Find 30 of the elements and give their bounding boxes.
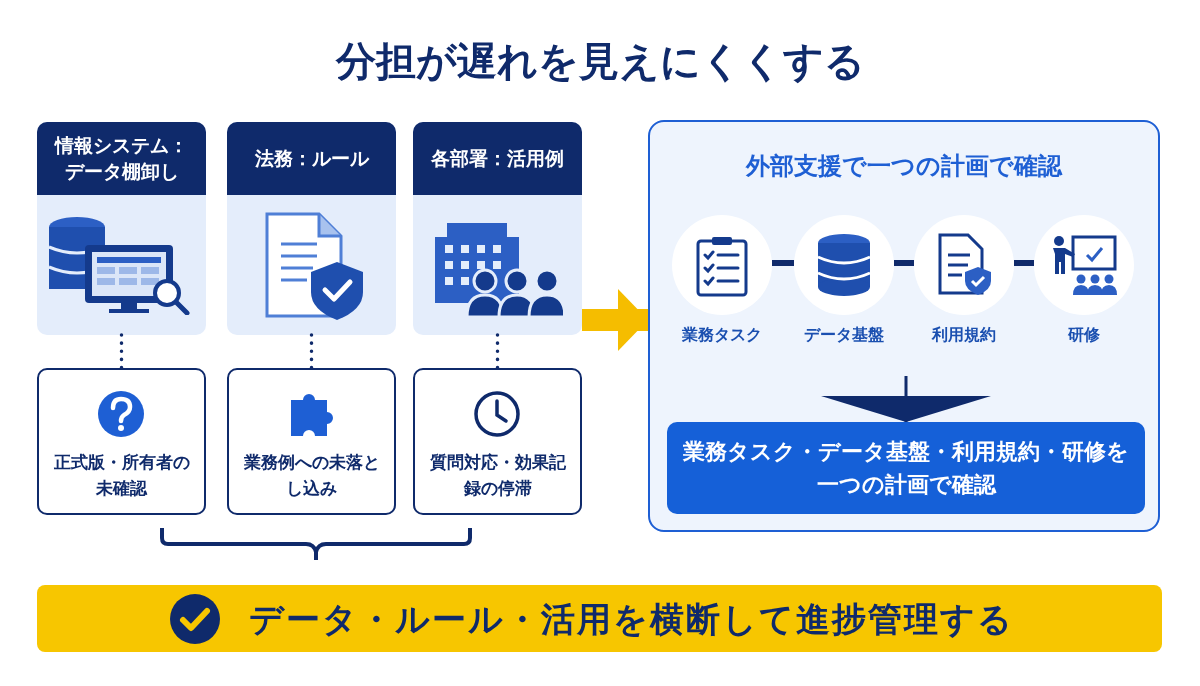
connector-line — [1014, 260, 1034, 266]
dotted-connector — [309, 333, 314, 370]
diagram-title: 分担が遅れを見えにくくする — [334, 37, 866, 86]
step-label: 業務タスク — [681, 325, 763, 346]
dotted-connector — [119, 333, 124, 370]
issue-text: 業務例への未落とし込み — [242, 451, 381, 500]
issue-text: 正式版・所有者の未確認 — [52, 451, 191, 500]
column-header: 法務：ルール — [227, 122, 396, 195]
connector-line — [894, 260, 914, 266]
column-card — [37, 122, 206, 335]
arrow — [821, 376, 991, 422]
issue-card — [227, 368, 396, 515]
panel-title: 外部支援で一つの計画で確認 — [744, 151, 1064, 182]
issue-card — [37, 368, 206, 515]
summary-banner — [37, 585, 1162, 652]
issue-card — [413, 368, 582, 515]
column-header: 情報システム：データ棚卸し — [37, 122, 206, 195]
issue-text: 質問対応・効果記録の停滞 — [428, 451, 567, 500]
arrow — [582, 289, 648, 351]
step-label: データ基盤 — [803, 325, 885, 346]
column-card — [413, 122, 582, 335]
step-label: 研修 — [1067, 325, 1101, 346]
step-label: 利用規約 — [930, 325, 997, 346]
dotted-connector — [495, 333, 500, 370]
column-header: 各部署：活用例 — [413, 122, 582, 195]
summary-text: データ・ルール・活用を横断して進捗管理する — [249, 598, 1014, 641]
plan-panel — [648, 120, 1160, 532]
result-box: 業務タスク・データ基盤・利用規約・研修を一つの計画で確認 — [667, 422, 1145, 514]
column-card — [227, 122, 396, 335]
connector-line — [772, 260, 794, 266]
